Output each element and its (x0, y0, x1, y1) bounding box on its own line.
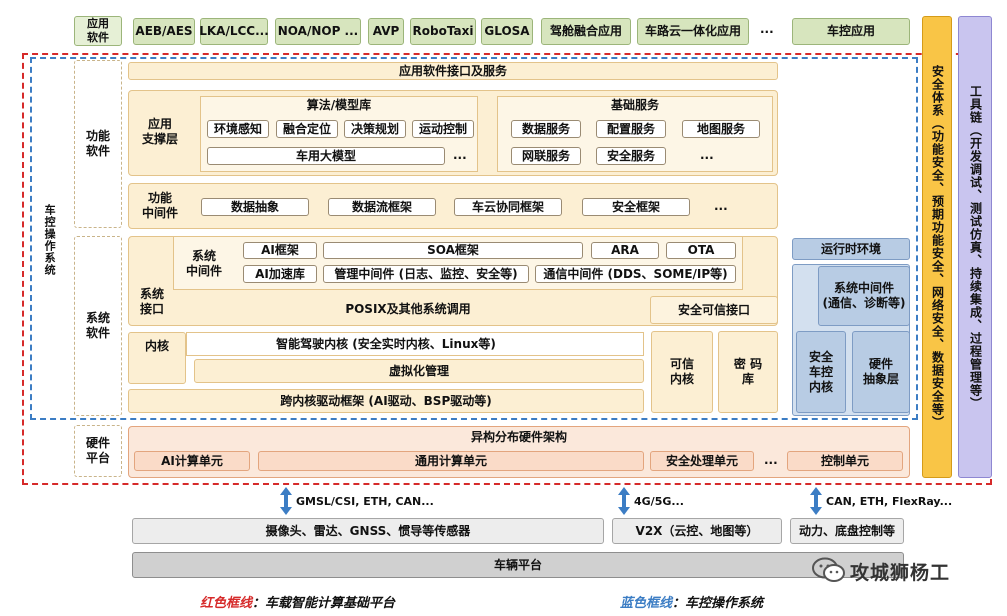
v2x-bus-label: 4G/5G... (634, 495, 684, 508)
mgmt-middleware: 管理中间件 (日志、监控、安全等) (323, 265, 529, 283)
system-software-label: 系统 软件 (74, 236, 122, 416)
cross-kernel-driver: 跨内核驱动框架 (AI驱动、BSP驱动等) (128, 389, 644, 413)
mw-data-abstraction: 数据抽象 (201, 198, 309, 216)
basic-data-service: 数据服务 (511, 120, 581, 138)
safety-vehicle-control-kernel: 安全 车控 内核 (796, 331, 846, 413)
double-arrow-icon (280, 487, 292, 515)
function-middleware-label: 功能 中间件 (141, 191, 178, 220)
ai-accel-lib: AI加速库 (243, 265, 317, 283)
kernel-top-bar (186, 332, 644, 356)
vehicle-platform: 车辆平台 (132, 552, 904, 578)
basic-config-service: 配置服务 (596, 120, 666, 138)
ota: OTA (666, 242, 736, 259)
mw-ellipsis: ... (714, 199, 728, 213)
trusted-kernel: 可信 内核 (651, 331, 713, 413)
soa-framework: SOA框架 (323, 242, 583, 259)
app-item: AVP (368, 18, 404, 45)
security-system-column: 安全体系（功能安全、预期功能安全、网络安全、数据安全等） (922, 16, 952, 478)
sensor-bus-label: GMSL/CSI, ETH, CAN... (296, 495, 434, 508)
legend-blue: 蓝色框线：车控操作系统 (620, 592, 763, 611)
general-compute-unit: 通用计算单元 (258, 451, 644, 471)
app-support-label: 应用 支撑层 (141, 117, 178, 146)
algo-decision-planning: 决策规划 (344, 120, 406, 138)
function-software-label: 功能 软件 (74, 60, 122, 228)
vehicle-os-label: 车控操作系统 (43, 204, 57, 276)
legend-red: 红色框线：车载智能计算基础平台 (200, 592, 395, 611)
app-item: LKA/LCC... (199, 18, 269, 45)
hardware-abstraction-layer: 硬件 抽象层 (852, 331, 910, 413)
legend-red-label: 红色框线 (200, 596, 253, 611)
algo-motion-control: 运动控制 (412, 120, 474, 138)
wechat-icon (812, 557, 845, 582)
v2x: V2X（云控、地图等） (612, 518, 782, 544)
toolchain-column: 工具链（开发调试、测试仿真、持续集成、过程管理等） (958, 16, 992, 478)
app-ellipsis: ... (760, 22, 774, 36)
app-item: 车路云一体化应用 (637, 18, 749, 45)
algo-ellipsis: ... (453, 148, 467, 162)
legend-red-desc: ：车载智能计算基础平台 (252, 596, 396, 611)
app-item: RoboTaxi (410, 18, 476, 45)
ad-kernel: 智能驾驶内核 (安全实时内核、Linux等) (276, 336, 496, 351)
control-unit: 控制单元 (787, 451, 903, 471)
kernel-label: 内核 (128, 332, 186, 384)
chassis-bus-label: CAN, ETH, FlexRay... (826, 495, 953, 508)
runtime-env: 运行时环境 (792, 238, 910, 260)
hardware-platform-label: 硬件 平台 (74, 425, 122, 477)
system-interface-label: 系统 接口 (139, 287, 164, 316)
basic-services-title: 基础服务 (610, 97, 659, 112)
ara: ARA (591, 242, 659, 259)
legend-blue-label: 蓝色框线 (620, 596, 673, 611)
app-item: 驾舱融合应用 (541, 18, 631, 45)
basic-security-service: 安全服务 (596, 147, 666, 165)
algo-model-title: 算法/模型库 (306, 97, 372, 112)
app-interface-services: 应用软件接口及服务 (128, 62, 778, 80)
posix: POSIX及其他系统调用 (345, 301, 471, 316)
ai-framework: AI框架 (243, 242, 317, 259)
watermark: 攻城狮杨工 (850, 562, 951, 584)
mw-security-framework: 安全框架 (582, 198, 690, 216)
app-item: NOA/NOP ... (275, 18, 361, 45)
safe-trusted-interface: 安全可信接口 (650, 296, 778, 324)
crypto-lib: 密 码 库 (718, 331, 778, 413)
system-middleware-label: 系统 中间件 (185, 249, 222, 278)
basic-map-service: 地图服务 (682, 120, 760, 138)
basic-ellipsis: ... (700, 148, 714, 162)
virtualization: 虚拟化管理 (194, 359, 644, 383)
algo-env-perception: 环境感知 (207, 120, 269, 138)
system-middleware-right: 系统中间件 (通信、诊断等) (818, 266, 910, 326)
sensors: 摄像头、雷达、GNSS、惯导等传感器 (132, 518, 604, 544)
basic-network-service: 网联服务 (511, 147, 581, 165)
algo-vehicle-big-model: 车用大模型 (207, 147, 445, 165)
app-item: GLOSA (481, 18, 533, 45)
safety-processing-unit: 安全处理单元 (650, 451, 754, 471)
algo-fusion-localization: 融合定位 (276, 120, 338, 138)
double-arrow-icon (618, 487, 630, 515)
ai-compute-unit: AI计算单元 (134, 451, 250, 471)
app-layer-label: 应用 软件 (74, 16, 122, 46)
legend-blue-desc: ：车控操作系统 (672, 596, 764, 611)
mw-data-flow-framework: 数据流框架 (328, 198, 436, 216)
vehicle-control-app: 车控应用 (792, 18, 910, 45)
mw-vehicle-cloud-framework: 车云协同框架 (454, 198, 562, 216)
hardware-ellipsis: ... (764, 453, 778, 467)
blue-frame (30, 57, 918, 420)
hetero-arch: 异构分布硬件架构 (470, 429, 567, 444)
app-item: AEB/AES (133, 18, 195, 45)
comm-middleware: 通信中间件 (DDS、SOME/IP等) (535, 265, 736, 283)
chassis-control: 动力、底盘控制等 (790, 518, 904, 544)
double-arrow-icon (810, 487, 822, 515)
